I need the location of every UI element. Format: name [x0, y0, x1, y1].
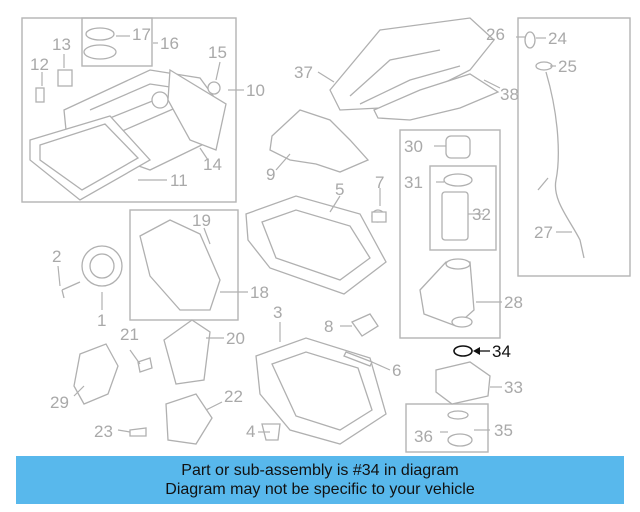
- lower-oil-pan-illustration: [255, 337, 387, 445]
- dipstick-illustration: [524, 31, 585, 259]
- callout-11: 11: [170, 171, 188, 190]
- callout-25: 25: [558, 57, 577, 76]
- callout-16: 16: [160, 34, 179, 53]
- callout-30: 30: [404, 137, 423, 156]
- callout-12: 12: [30, 55, 49, 74]
- callout-1: 1: [97, 311, 106, 330]
- callout-10: 10: [246, 81, 265, 100]
- parts-diagram: 1 2 3 4 5 6 7 8 9 10 11 12 13 14 15 16 1…: [21, 17, 631, 453]
- callout-19: 19: [192, 211, 211, 230]
- callout-15: 15: [208, 43, 227, 62]
- leader-lines: [41, 35, 572, 433]
- callout-23: 23: [94, 422, 113, 441]
- callout-26: 26: [486, 25, 505, 44]
- callout-9: 9: [266, 165, 275, 184]
- callout-31: 31: [404, 173, 423, 192]
- callout-2: 2: [52, 247, 61, 266]
- callout-21: 21: [120, 325, 139, 344]
- banner-line-2: Diagram may not be specific to your vehi…: [165, 481, 475, 498]
- oil-cooler-illustration: [435, 361, 491, 447]
- callout-3: 3: [273, 303, 282, 322]
- callout-29: 29: [50, 393, 69, 412]
- timing-cover-illustration: [139, 219, 221, 311]
- callout-27: 27: [534, 223, 553, 242]
- oil-filter-illustration: [419, 135, 475, 328]
- callout-18: 18: [250, 283, 269, 302]
- crank-pulley-illustration: [61, 245, 123, 299]
- leader-34: [473, 347, 490, 355]
- callout-17: 17: [132, 25, 151, 44]
- callout-20: 20: [226, 329, 245, 348]
- frame-valve-cover: [21, 17, 237, 203]
- frame-seal-kit: [405, 403, 489, 453]
- callout-8: 8: [324, 317, 333, 336]
- small-parts-illustration: [73, 211, 387, 445]
- callout-labels: 1 2 3 4 5 6 7 8 9 10 11 12 13 14 15 16 1…: [30, 25, 577, 446]
- frame-oil-filter: [399, 129, 501, 339]
- callout-37: 37: [294, 63, 313, 82]
- callout-5: 5: [335, 180, 344, 199]
- callout-6: 6: [392, 361, 401, 380]
- callout-7: 7: [375, 173, 384, 192]
- info-banner: Part or sub-assembly is #34 in diagram D…: [16, 456, 624, 504]
- callout-4: 4: [246, 422, 255, 441]
- callout-28: 28: [504, 293, 523, 312]
- upper-oil-pan-illustration: [245, 195, 387, 295]
- callout-22: 22: [224, 387, 243, 406]
- callout-32: 32: [472, 205, 491, 224]
- callout-14: 14: [203, 155, 222, 174]
- callout-13: 13: [52, 35, 71, 54]
- oil-baffle-illustration: [269, 109, 370, 173]
- callout-35: 35: [494, 421, 513, 440]
- seal-ring-34: [453, 345, 473, 357]
- callout-36: 36: [414, 427, 433, 446]
- banner-line-1: Part or sub-assembly is #34 in diagram: [181, 462, 459, 479]
- valve-cover-illustration: [29, 27, 227, 201]
- frame-timing-cover: [129, 209, 239, 321]
- callout-34: 34: [492, 342, 511, 361]
- intake-manifold-illustration: [329, 17, 500, 121]
- callout-38: 38: [500, 85, 519, 104]
- callout-33: 33: [504, 378, 523, 397]
- callout-24: 24: [548, 29, 567, 48]
- frame-dipstick: [517, 17, 631, 277]
